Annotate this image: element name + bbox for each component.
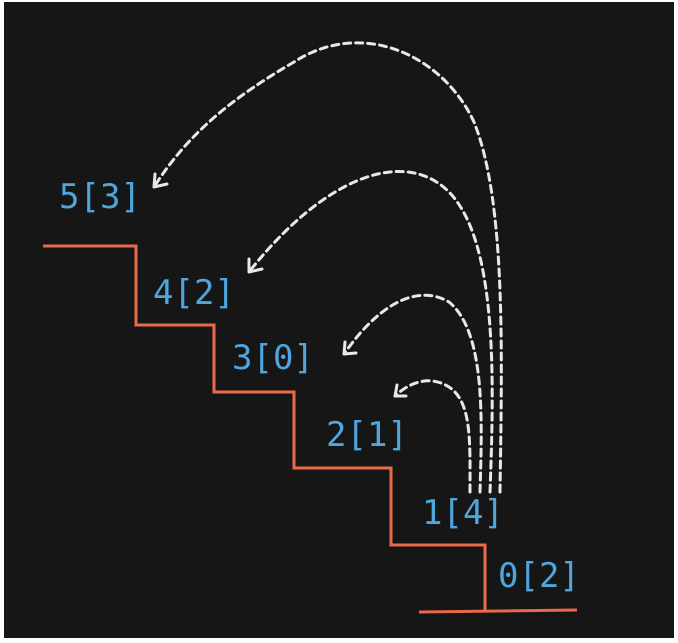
arrowhead-2 <box>393 383 408 398</box>
diagram-canvas: 5[3] 4[2] 3[0] 2[1] 1[4] 0[2] <box>4 2 674 638</box>
step-label-0: 0[2] <box>498 556 580 596</box>
arrowhead-3 <box>342 340 358 356</box>
staircase-diagram: 5[3] 4[2] 3[0] 2[1] 1[4] 0[2] <box>43 41 580 614</box>
step-label-5: 5[3] <box>59 177 141 217</box>
jump-arc-1-to-3 <box>342 293 483 494</box>
jump-arc-1-to-5 <box>152 41 503 494</box>
step-label-3: 3[0] <box>232 338 314 378</box>
staircase-line <box>43 244 487 612</box>
arrowhead-4 <box>247 257 264 274</box>
step-label-2: 2[1] <box>326 415 408 455</box>
arrowhead-5 <box>152 172 169 189</box>
step-label-1: 1[4] <box>422 493 504 533</box>
jump-arc-1-to-4 <box>247 170 494 494</box>
step-label-4: 4[2] <box>153 273 235 313</box>
ground-line <box>418 608 578 614</box>
jump-arc-1-to-2 <box>393 379 472 494</box>
